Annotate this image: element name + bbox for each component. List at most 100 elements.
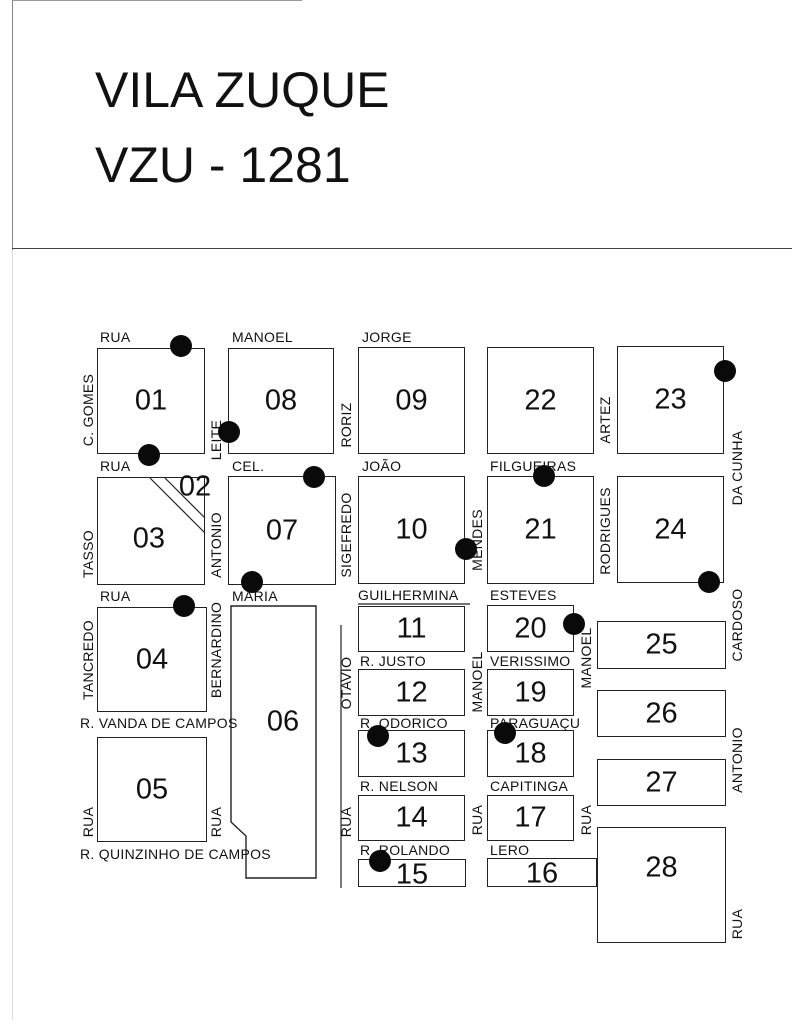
street-antonio-1: ANTONIO: [208, 512, 224, 578]
block-10[interactable]: 10: [358, 476, 465, 584]
map-code: VZU - 1281: [95, 137, 351, 193]
block-label: 19: [514, 676, 547, 708]
block-24[interactable]: 24: [617, 476, 724, 583]
location-marker[interactable]: [170, 335, 192, 357]
page-frame-left: [12, 0, 13, 250]
street-da-cunha: DA CUNHA: [729, 430, 745, 506]
block-label: 21: [524, 513, 557, 546]
street-rua-5: RUA: [208, 806, 224, 838]
location-marker[interactable]: [533, 465, 555, 487]
block-label: 26: [645, 697, 678, 729]
block-09[interactable]: 09: [358, 347, 465, 454]
block-label: 17: [514, 801, 547, 834]
location-marker[interactable]: [494, 722, 516, 744]
block-label: 05: [135, 773, 169, 805]
street-lero: LERO: [490, 842, 530, 858]
block-17[interactable]: 17: [487, 795, 574, 841]
block-23[interactable]: 23: [617, 346, 724, 454]
street-rua-top: RUA: [100, 329, 131, 345]
block-22[interactable]: 22: [487, 347, 594, 454]
block-label: 22: [524, 384, 557, 416]
street-rua-4: RUA: [80, 806, 96, 838]
street-cel: CEL.: [232, 458, 265, 474]
street-sigefredo: SIGEFREDO: [338, 492, 354, 578]
block-label: 15: [395, 858, 429, 891]
map-title: VILA ZUQUE: [95, 62, 390, 118]
block-11[interactable]: 11: [358, 606, 465, 652]
block-label: 25: [645, 628, 678, 661]
street-r-vanda-de-campos: R. VANDA DE CAMPOS: [80, 715, 238, 731]
header-divider: [12, 248, 792, 249]
block-label: 09: [395, 384, 428, 416]
street-rua-3: RUA: [100, 588, 131, 604]
street-filgueiras: FILGUEIRAS: [490, 458, 577, 474]
block-06-label: 06: [266, 705, 300, 738]
street-tancredo: TANCREDO: [80, 620, 96, 700]
block-19[interactable]: 19: [487, 669, 574, 716]
page-frame-left-lower: [12, 250, 13, 1020]
location-marker[interactable]: [138, 444, 160, 466]
street-c-gomes: C. GOMES: [80, 373, 96, 447]
street-r-justo: R. JUSTO: [360, 653, 426, 669]
street-manoel: MANOEL: [232, 329, 293, 345]
block-02-diagonal-inner: [164, 477, 206, 519]
block-label: 12: [395, 676, 428, 708]
street-artez: ARTEZ: [597, 396, 613, 444]
block-16[interactable]: 16: [487, 858, 597, 890]
block-label: 27: [645, 766, 678, 798]
block-15[interactable]: 15: [358, 858, 466, 890]
location-marker[interactable]: [369, 850, 391, 872]
location-marker[interactable]: [455, 538, 477, 560]
street-capitinga: CAPITINGA: [490, 778, 569, 794]
street-r-quinzinho-de-campos: R. QUINZINHO DE CAMPOS: [80, 846, 271, 862]
block-label: 28: [645, 851, 678, 884]
street-roriz: RORIZ: [338, 402, 354, 448]
street-cardoso: CARDOSO: [729, 588, 745, 662]
location-marker[interactable]: [367, 725, 389, 747]
block-02-diagonal: [149, 477, 206, 534]
block-03[interactable]: 03: [97, 477, 205, 585]
block-label: 13: [395, 737, 428, 769]
block-07[interactable]: 07: [228, 476, 336, 585]
block-05[interactable]: 05: [97, 737, 207, 842]
block-label: 10: [395, 513, 428, 546]
street-rua-8: RUA: [578, 804, 594, 836]
location-marker[interactable]: [698, 571, 720, 593]
street-manoel-2: MANOEL: [469, 651, 485, 713]
block-21[interactable]: 21: [487, 476, 594, 584]
location-marker[interactable]: [241, 571, 263, 593]
block-label: 14: [395, 801, 428, 834]
block-27[interactable]: 27: [597, 759, 726, 806]
street-bernardino: BERNARDINO: [208, 601, 224, 699]
street-joao: JOÃO: [362, 458, 402, 474]
block-06: [230, 605, 317, 879]
street-tasso: TASSO: [80, 530, 96, 578]
street-antonio-2: ANTONIO: [729, 727, 745, 793]
block-label: 03: [132, 522, 166, 555]
street-otavio: OTAVIO: [338, 656, 354, 710]
block-26[interactable]: 26: [597, 690, 726, 737]
location-marker[interactable]: [173, 595, 195, 617]
street-maria: MARIA: [232, 588, 278, 604]
street-r-nelson: R. NELSON: [360, 778, 439, 794]
block-25[interactable]: 25: [597, 621, 726, 669]
block-label: 11: [396, 612, 427, 645]
location-marker[interactable]: [218, 421, 240, 443]
block-04[interactable]: 04: [97, 607, 207, 712]
street-rua-6: RUA: [338, 806, 354, 838]
block-14[interactable]: 14: [358, 795, 465, 841]
location-marker[interactable]: [303, 466, 325, 488]
block-label: 18: [514, 737, 547, 769]
block-28[interactable]: 28: [597, 827, 726, 943]
street-rua-7: RUA: [469, 804, 485, 836]
block-08[interactable]: 08: [228, 348, 334, 454]
street-manoel-3: MANOEL: [578, 627, 594, 689]
location-marker[interactable]: [563, 613, 585, 635]
block-label: 04: [135, 643, 169, 675]
location-marker[interactable]: [714, 360, 736, 382]
block-12[interactable]: 12: [358, 669, 465, 716]
block-label: 20: [514, 612, 547, 644]
block-label: 23: [654, 383, 687, 416]
block-label: 07: [265, 514, 299, 546]
